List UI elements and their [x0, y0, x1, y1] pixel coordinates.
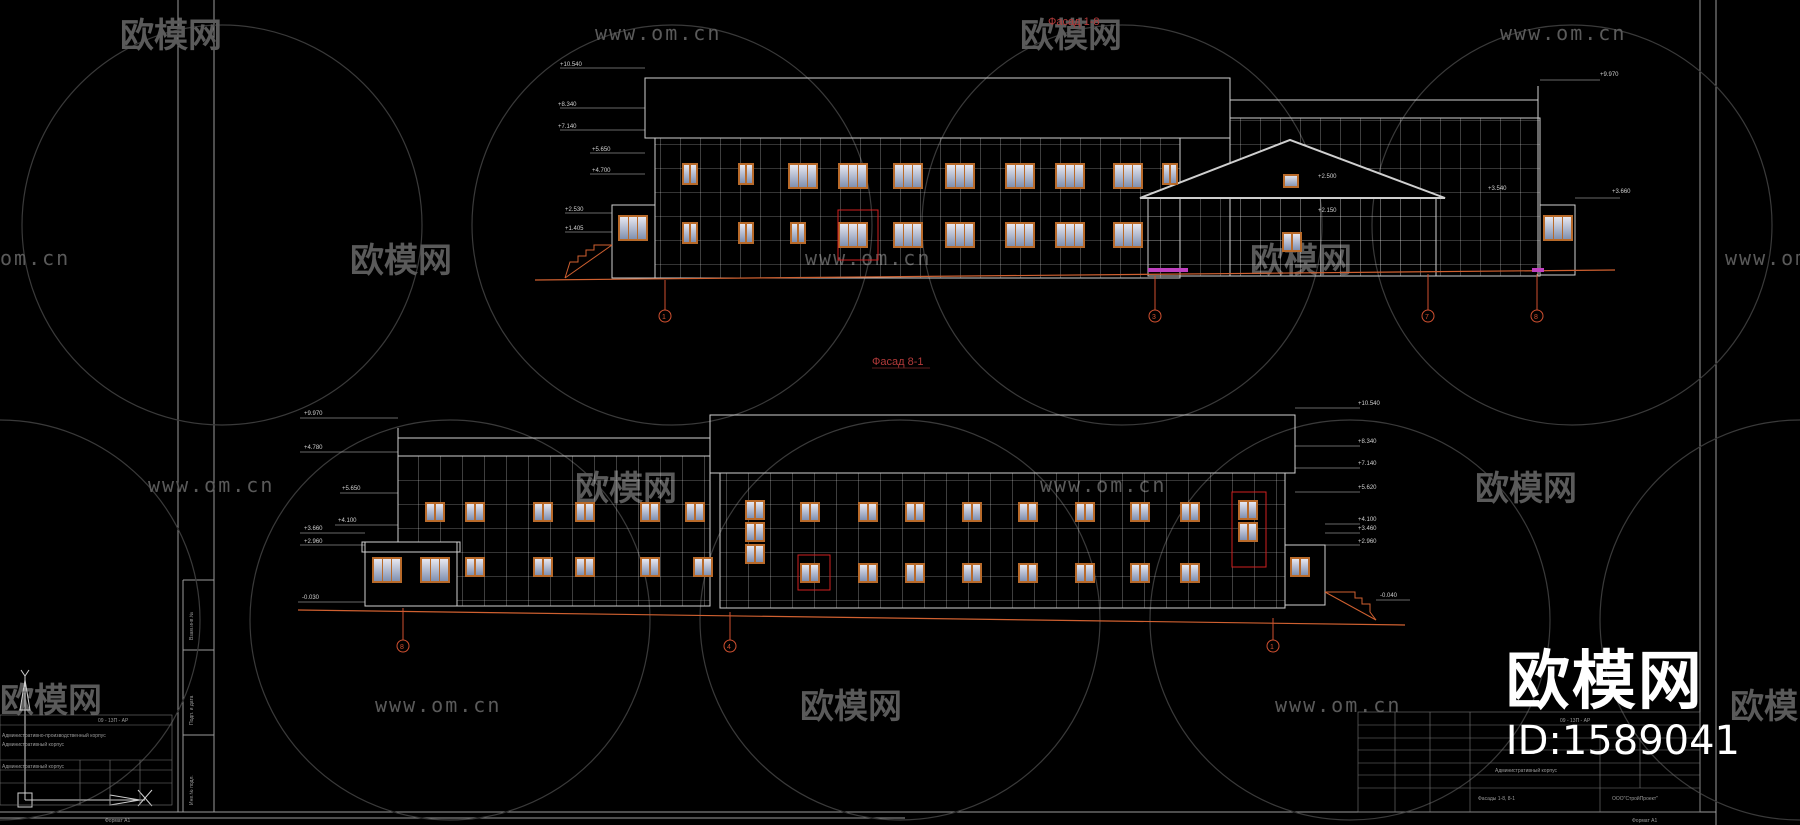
- tb-format: Формат А1: [1632, 818, 1657, 824]
- tb-sheet: Фасады 1-8, 8-1: [1478, 796, 1515, 802]
- wm-domain: www.om.cn: [148, 473, 274, 497]
- wm-domain: www.om.cn: [1275, 693, 1401, 717]
- wm-logo: 欧模网: [120, 16, 222, 56]
- elev-label: +2.960: [304, 539, 323, 545]
- elev-label: +3.660: [1612, 189, 1631, 195]
- axis-label: 4: [727, 644, 731, 651]
- elev-label: +4.100: [1358, 517, 1377, 523]
- wm-logo: 欧模网: [0, 681, 102, 721]
- stamp-format: Формат А1: [105, 818, 130, 824]
- elev-label: +7.140: [558, 124, 577, 130]
- brand-overlay: 欧模网 ID:1589041: [1506, 647, 1740, 765]
- brand-id: ID:1589041: [1505, 718, 1740, 764]
- wm-logo: 欧模网: [1475, 469, 1577, 509]
- wm-domain: om.cn: [0, 246, 70, 270]
- facade-top-title: Фасад 1-8: [1048, 16, 1099, 28]
- wm-logo: 欧模网: [1020, 16, 1122, 56]
- stamp-code: 09 - 13П - АР: [98, 718, 129, 724]
- facade-bottom: Фасад 8-1: [297, 356, 1410, 653]
- wm-logo: 欧模网: [350, 241, 452, 281]
- title-block: [1357, 711, 1701, 813]
- sheet-frame: [0, 0, 1717, 825]
- wm-domain: www.om.cn: [595, 21, 721, 45]
- elev-label: +2.150: [1318, 208, 1337, 214]
- wm-logo: 欧模网: [1730, 687, 1800, 727]
- elev-label: +1.405: [565, 226, 584, 232]
- vertical-stamp: Взам.инв.№ Подп. и дата Инв.№ подл.: [189, 612, 195, 805]
- stamp-line: Административный корпус: [2, 763, 65, 770]
- elev-label: +5.650: [342, 486, 361, 492]
- facade-bottom-title: Фасад 8-1: [872, 356, 923, 368]
- elev-label: +2.500: [1318, 174, 1337, 180]
- elev-label: +4.780: [304, 445, 323, 451]
- side-stamp: [0, 714, 173, 806]
- axis-label: 1: [662, 314, 666, 321]
- elev-label: +8.340: [558, 102, 577, 108]
- elev-label: +7.140: [1358, 461, 1377, 467]
- elev-label: +3.540: [1488, 186, 1507, 192]
- elev-label: +2.960: [1358, 539, 1377, 545]
- stamp-podp: Подп. и дата: [189, 695, 195, 725]
- stamp-inv: Инв.№ подл.: [189, 775, 195, 805]
- elev-label: +9.970: [1600, 72, 1619, 78]
- axis-label: 8: [400, 644, 404, 651]
- wm-domain: www.om.cn: [1725, 246, 1800, 270]
- elev-label: +3.460: [1358, 526, 1377, 532]
- facade-top: Фасад 1-8: [534, 16, 1631, 323]
- axis-label: 8: [1534, 314, 1538, 321]
- elev-label: +8.340: [1358, 439, 1377, 445]
- wm-domain: www.om.cn: [1500, 21, 1626, 45]
- stamp-vzam: Взам.инв.№: [189, 612, 195, 640]
- wm-logo: 欧模网: [800, 687, 902, 727]
- brand-name: 欧模网: [1505, 645, 1704, 719]
- stamp-line: Административный корпус: [2, 741, 65, 748]
- elev-label: +9.970: [304, 411, 323, 417]
- elev-label: +3.660: [304, 526, 323, 532]
- elev-label: +4.700: [592, 168, 611, 174]
- elev-label: +5.620: [1358, 485, 1377, 491]
- elev-label: -0.030: [302, 595, 320, 601]
- axis-label: 3: [1152, 314, 1156, 321]
- elev-label: +10.540: [1358, 401, 1381, 407]
- elev-label: +4.100: [338, 518, 357, 524]
- elev-label: +10.540: [560, 62, 583, 68]
- tb-object: Административный корпус: [1495, 767, 1558, 774]
- wm-domain: www.om.cn: [375, 693, 501, 717]
- tb-code: 09 - 13П - АР: [1560, 718, 1591, 724]
- elev-label: -0.040: [1380, 593, 1398, 599]
- axis-label: 1: [1270, 644, 1274, 651]
- axis-top: [658, 274, 1544, 323]
- elev-top-left: [560, 67, 645, 233]
- elev-label: +5.650: [592, 147, 611, 153]
- stamp-line: Административно-производственный корпус: [2, 732, 106, 739]
- axis-label: 7: [1425, 314, 1429, 321]
- tb-company: ООО"СтройПроект": [1612, 795, 1658, 802]
- elev-label: +2.530: [565, 207, 584, 213]
